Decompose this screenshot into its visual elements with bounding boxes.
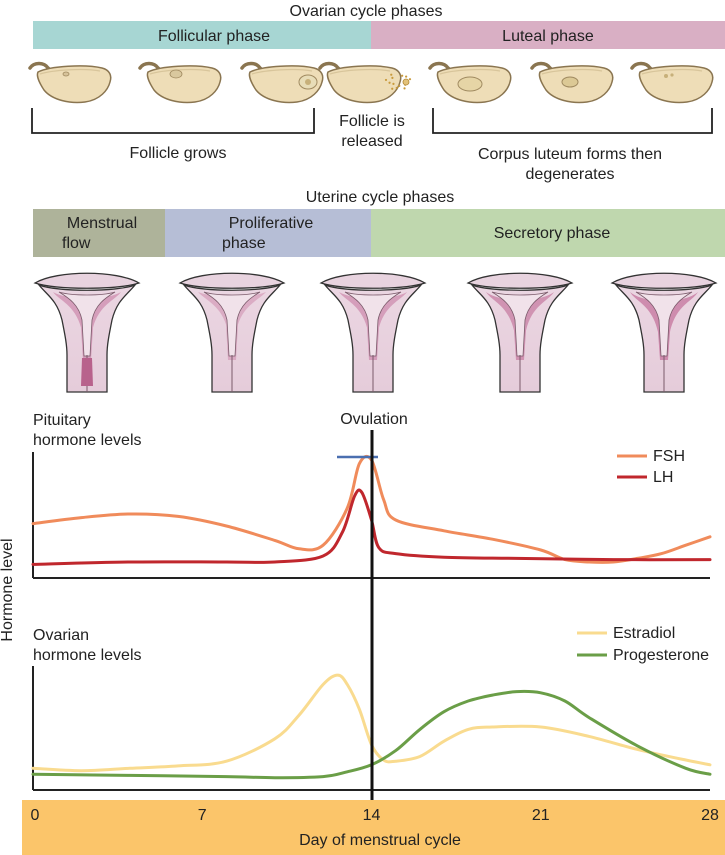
- ovary-highlight: [439, 68, 501, 75]
- released-cells-icon: [391, 76, 394, 79]
- uterine-cavity: [344, 291, 402, 357]
- secretory-phase-label: Secretory phase: [494, 225, 611, 242]
- uterine-cavity: [635, 291, 693, 357]
- pituitary-series: [31, 454, 712, 566]
- y-axis-label: Hormone level: [0, 538, 16, 641]
- proliferative-phase-bar: [165, 209, 371, 257]
- uterus-icon: [466, 272, 574, 393]
- secretory-phase-bar: [371, 209, 725, 257]
- fallopian-tubes: [319, 272, 427, 289]
- legend-label-fsh: FSH: [653, 448, 685, 465]
- released-oocyte-icon: [402, 78, 410, 86]
- released-cells-icon: [391, 87, 394, 90]
- follicular-phase-label: Follicular phase: [158, 28, 270, 45]
- uterine-cavity: [491, 291, 549, 357]
- uterine-cavity: [58, 291, 116, 357]
- day-tick-label: 14: [363, 807, 381, 824]
- ovary-icon: [138, 61, 222, 104]
- released-cells-icon: [403, 87, 406, 90]
- corpus-luteum-bracket: [432, 108, 713, 134]
- day-ticks: 0 7 14 21 28: [31, 807, 719, 824]
- uterus-icon: [319, 272, 427, 393]
- fallopian-tubes: [610, 272, 718, 289]
- legend-label-estradiol: Estradiol: [613, 625, 675, 642]
- corpus-luteum-icon: [457, 76, 483, 92]
- follicle-icon: [62, 71, 70, 77]
- ovary-body: [146, 65, 222, 104]
- luteal-phase-label: Luteal phase: [502, 28, 594, 45]
- follicle-grows-label: Follicle grows: [130, 145, 227, 162]
- released-cells-icon: [388, 81, 391, 84]
- ovary-body: [326, 65, 402, 104]
- day-tick-label: 21: [532, 807, 550, 824]
- released-cells-icon: [401, 74, 404, 77]
- day-tick-label: 28: [701, 807, 719, 824]
- ovary-highlight: [641, 68, 703, 75]
- luteal-phase-bar: [371, 21, 725, 49]
- day-tick-label: 7: [198, 807, 207, 824]
- uterine-cycle-title: Uterine cycle phases: [306, 189, 455, 206]
- fallopian-tubes: [33, 272, 141, 289]
- uterus-icon: [33, 272, 141, 393]
- released-cells-icon: [405, 75, 408, 78]
- released-cells-icon: [390, 73, 393, 76]
- ovary-highlight: [39, 68, 101, 75]
- follicle-icon: [169, 69, 183, 79]
- ovary-icon: [240, 61, 324, 104]
- ovulation-label: Ovulation: [340, 411, 408, 428]
- fallopian-tubes: [466, 272, 574, 289]
- ovary-icon: [318, 61, 412, 104]
- menstrual-blood: [81, 358, 93, 386]
- legend-label-lh: LH: [653, 469, 673, 486]
- ovary-icon: [428, 61, 512, 104]
- released-cells-icon: [395, 86, 398, 90]
- ovary-body: [638, 65, 714, 104]
- ovary-body: [36, 65, 112, 104]
- corpus-albicans-icon: [664, 74, 668, 78]
- series-line-lh: [31, 488, 712, 566]
- follicular-phase-bar: [33, 21, 371, 49]
- ovarian-cycle-title: Ovarian cycle phases: [290, 3, 443, 20]
- released-cells-icon: [408, 78, 412, 81]
- ovary-highlight: [251, 68, 313, 75]
- fallopian-tubes: [178, 272, 286, 289]
- ovary-highlight: [149, 68, 211, 75]
- uterus-illustrations: [33, 272, 718, 393]
- released-cells-icon: [398, 84, 401, 87]
- day-axis-band: [22, 800, 725, 855]
- released-cells-icon: [384, 78, 388, 82]
- day-tick-label: 0: [31, 807, 40, 824]
- follicle-grows-bracket: [31, 108, 315, 134]
- legend-label-progesterone: Progesterone: [613, 647, 709, 664]
- uterus-icon: [610, 272, 718, 393]
- series-line-fsh: [31, 454, 712, 564]
- released-cells-icon: [392, 82, 395, 86]
- ovary-highlight: [329, 68, 391, 75]
- corpus-luteum-icon: [561, 76, 579, 88]
- ovary-illustrations: [28, 61, 714, 104]
- corpus-albicans-icon: [670, 73, 674, 77]
- ovary-icon: [530, 61, 614, 104]
- ovary-icon: [28, 61, 112, 104]
- x-axis-label: Day of menstrual cycle: [299, 832, 461, 849]
- ovary-icon: [630, 61, 714, 104]
- menstrual-flow-bar: [33, 209, 165, 257]
- uterus-icon: [178, 272, 286, 393]
- uterine-cavity: [203, 291, 261, 357]
- ovary-highlight: [541, 68, 603, 75]
- oocyte-icon: [305, 79, 311, 85]
- series-line-progesterone: [31, 689, 712, 780]
